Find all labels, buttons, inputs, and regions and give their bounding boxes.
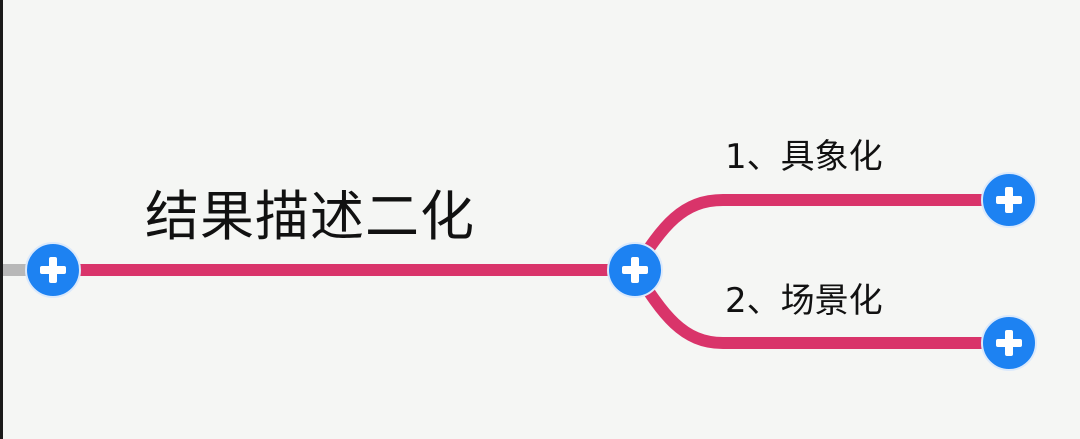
root-topic-expand-plus-icon[interactable] xyxy=(607,242,663,298)
branch-2-expand-plus-icon[interactable] xyxy=(981,315,1037,371)
branch-1-label[interactable]: 1、具象化 xyxy=(725,137,883,177)
branch-1-expand-plus-icon[interactable] xyxy=(981,172,1037,228)
left-expand-plus-icon[interactable] xyxy=(25,242,81,298)
root-topic-label[interactable]: 结果描述二化 xyxy=(145,185,475,248)
branch-2-label[interactable]: 2、场景化 xyxy=(725,281,883,321)
branch-line-1 xyxy=(629,194,1015,276)
